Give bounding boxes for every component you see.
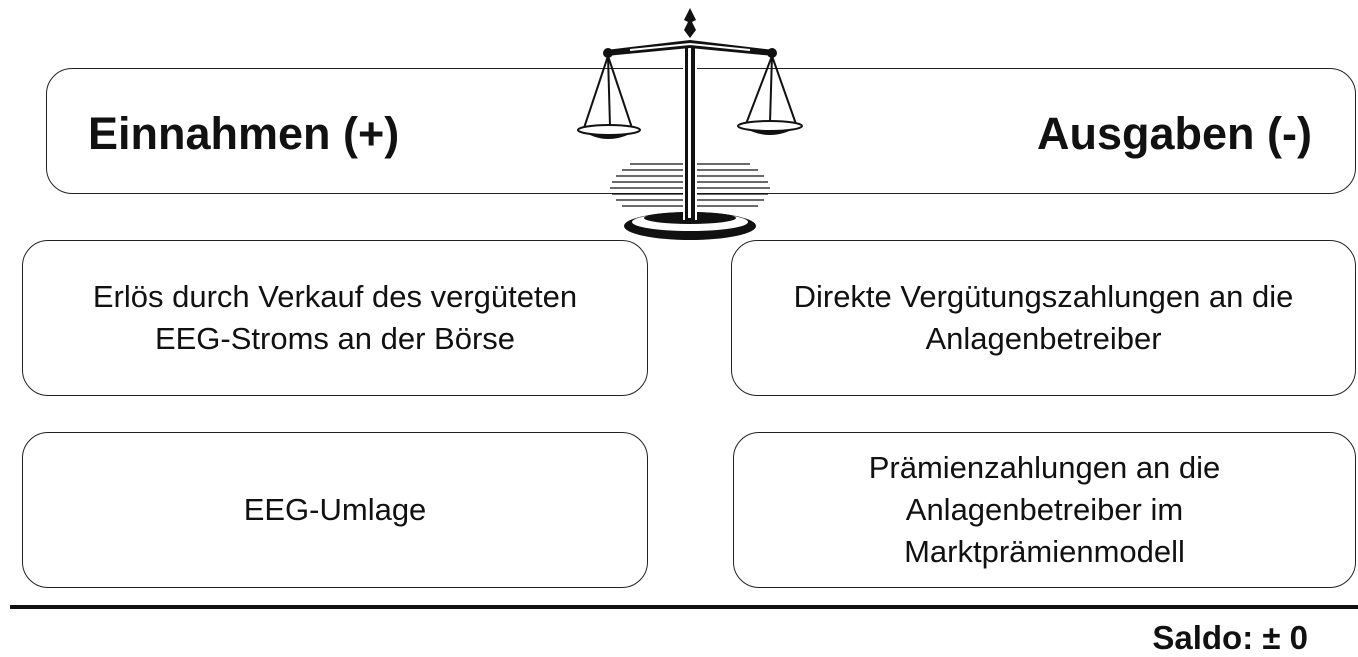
income-item-sales-revenue: Erlös durch Verkauf des vergüteten EEG-S… [22, 240, 648, 396]
expense-item-label: Prämienzahlungen an die Anlagenbetreiber… [868, 450, 1221, 569]
expense-item-direct-payments: Direkte Vergütungszahlungen an die Anlag… [731, 240, 1356, 396]
income-heading: Einnahmen (+) [88, 108, 400, 159]
expense-item-label: Direkte Vergütungszahlungen an die Anlag… [793, 279, 1294, 356]
expense-item-premium-payments: Prämienzahlungen an die Anlagenbetreiber… [733, 432, 1356, 588]
balance-scale-icon [577, 8, 803, 240]
total-line [10, 605, 1358, 609]
income-item-label: EEG-Umlage [243, 492, 427, 527]
expense-heading: Ausgaben (-) [1037, 108, 1312, 159]
income-item-eeg-levy: EEG-Umlage [22, 432, 648, 588]
saldo-total: Saldo: ± 0 [1152, 619, 1308, 656]
header-box [46, 68, 1356, 194]
income-item-label: Erlös durch Verkauf des vergüteten EEG-S… [92, 279, 578, 356]
